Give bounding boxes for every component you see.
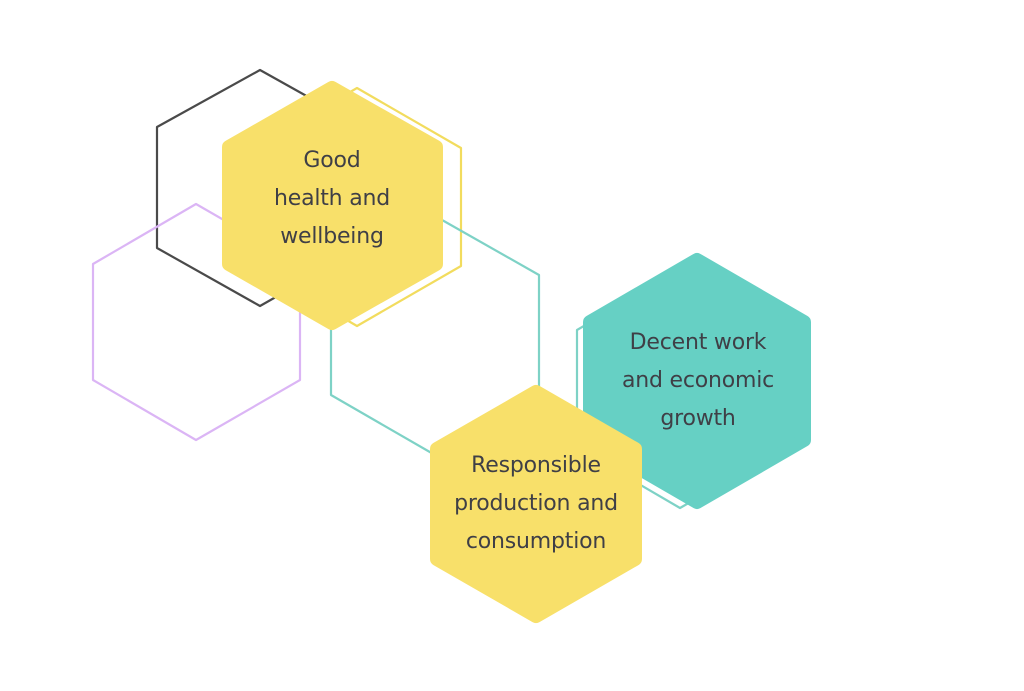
responsible-production-label-line-3: consumption — [465, 529, 607, 554]
responsible-production-label-line-2: production and — [454, 491, 618, 516]
good-health-hexagon — [222, 81, 443, 330]
decent-work-label: Decent work and economic growth — [592, 324, 804, 438]
decent-work-hexagon — [583, 253, 811, 509]
responsible-production-hexagon — [430, 385, 642, 623]
decent-work-label-line-2: and economic — [621, 368, 775, 393]
good-health-label-line-3: wellbeing — [280, 224, 384, 249]
responsible-production-label: Responsible production and consumption — [430, 447, 642, 561]
good-health-label-line-2: health and — [273, 186, 391, 211]
good-health-label-line-1: Good — [303, 148, 361, 173]
decent-work-label-line-1: Decent work — [629, 330, 767, 355]
responsible-production-label-line-1: Responsible — [471, 453, 601, 478]
decent-work-label-line-3: growth — [660, 406, 736, 431]
good-health-label: Good health and wellbeing — [232, 142, 432, 256]
